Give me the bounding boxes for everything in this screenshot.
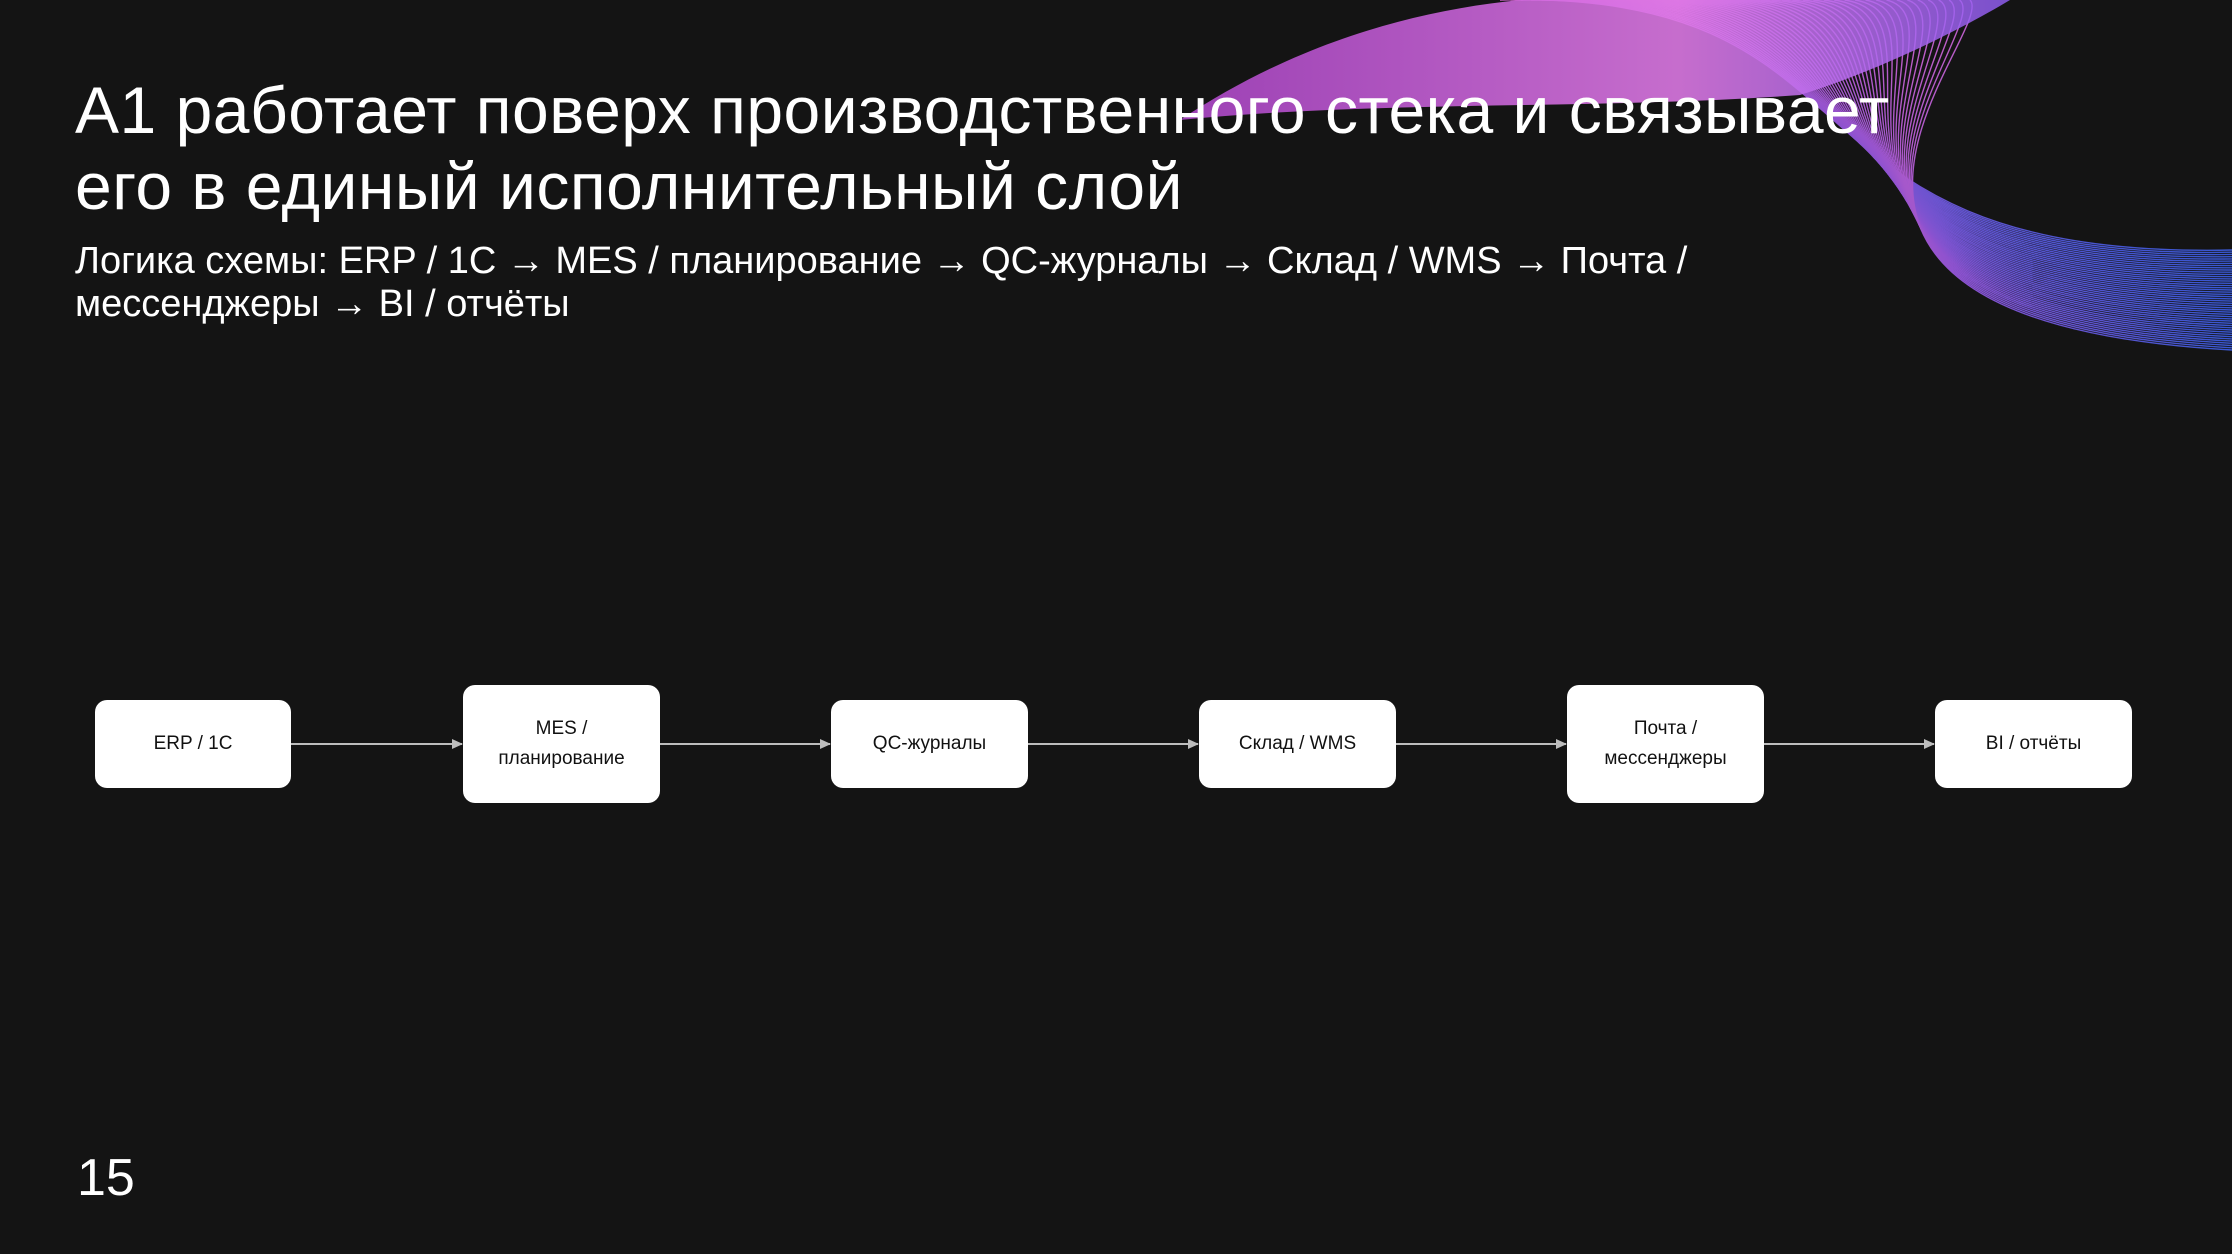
flow-node-wms: Склад / WMS bbox=[1199, 700, 1396, 788]
flow-node-erp: ERP / 1C bbox=[95, 700, 291, 788]
bottom-border bbox=[0, 1254, 2232, 1256]
flow-node-label: Почта / мессенджеры bbox=[1604, 718, 1727, 769]
flow-node-qc: QC-журналы bbox=[831, 700, 1028, 788]
flow-node-bi: BI / отчёты bbox=[1935, 700, 2132, 788]
slide-title: A1 работает поверх производственного сте… bbox=[75, 73, 1890, 223]
slide-subtitle: Логика схемы: ERP / 1C → MES / планирова… bbox=[75, 240, 1688, 325]
flow-node-label: ERP / 1C bbox=[153, 733, 233, 754]
page-number: 15 bbox=[77, 1149, 135, 1207]
flow-node-label: BI / отчёты bbox=[1985, 733, 2082, 754]
flow-node-label: QC-журналы bbox=[872, 733, 987, 754]
flow-node-label: Склад / WMS bbox=[1238, 733, 1357, 754]
flow-node-label: MES / планирование bbox=[498, 718, 625, 769]
flow-node-mes: MES / планирование bbox=[463, 685, 660, 803]
flow-node-mail: Почта / мессенджеры bbox=[1567, 685, 1764, 803]
